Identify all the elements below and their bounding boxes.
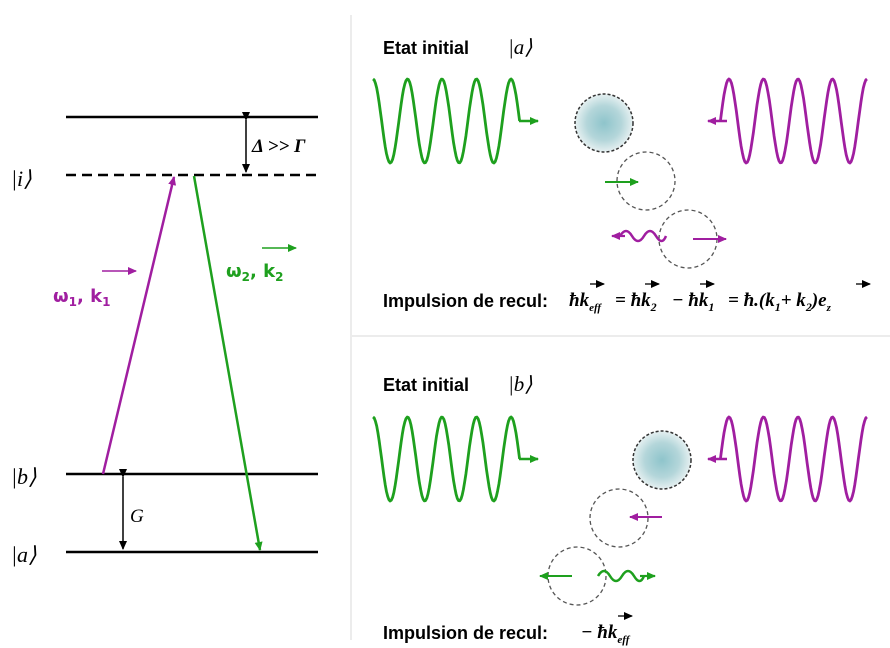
atom-b-ghost-2 xyxy=(547,546,607,606)
purple-wave-a xyxy=(719,77,868,165)
ket-b-label: |b⟩ xyxy=(11,464,37,489)
panel-a-title: Etat initial xyxy=(383,38,469,58)
atom-a-ghost-1 xyxy=(616,151,676,211)
svg-text:ħkeff: ħkeff xyxy=(569,290,602,314)
beam2-label: ω2, k2 xyxy=(226,244,297,284)
panel-b-title: Etat initial xyxy=(383,375,469,395)
transition-arrow-2 xyxy=(192,175,263,551)
panel-b-ket: |b⟩ xyxy=(508,372,532,396)
svg-text:ω2, k2: ω2, k2 xyxy=(226,261,283,284)
svg-text:= ħk2: = ħk2 xyxy=(615,290,657,314)
svg-text:= ħ.(k1+ k2)ez: = ħ.(k1+ k2)ez xyxy=(728,290,832,314)
svg-text:ω1, k1: ω1, k1 xyxy=(53,286,110,309)
green-wave-b xyxy=(372,415,521,503)
panel-a-ket: |a⟩ xyxy=(508,35,532,59)
svg-text:− ħk1: − ħk1 xyxy=(672,290,714,314)
scattered-green-wave-b xyxy=(596,569,646,583)
scattered-purple-wave-a xyxy=(618,229,668,243)
atom-b xyxy=(632,430,692,490)
detuning-label: Δ >> Γ xyxy=(251,136,306,157)
atom-a xyxy=(574,93,634,153)
svg-text:− ħkeff: − ħkeff xyxy=(581,622,631,646)
green-wave-a xyxy=(372,77,521,165)
transition-arrow-1 xyxy=(101,176,177,475)
panel-a-recoil-label: Impulsion de recul: xyxy=(383,291,548,311)
panel-b-formula: − ħkeff xyxy=(581,612,633,646)
splitting-label: G xyxy=(130,506,144,527)
beam1-label: ω1, k1 xyxy=(53,267,137,309)
ket-i-label: |i⟩ xyxy=(11,166,32,191)
panel-a-formula: ħkeff = ħk2 − ħk1 = ħ.(k1+ k2)ez xyxy=(569,280,871,314)
ket-a-label: |a⟩ xyxy=(11,542,37,567)
panel-b-recoil-label: Impulsion de recul: xyxy=(383,623,548,643)
purple-wave-b xyxy=(719,415,868,503)
